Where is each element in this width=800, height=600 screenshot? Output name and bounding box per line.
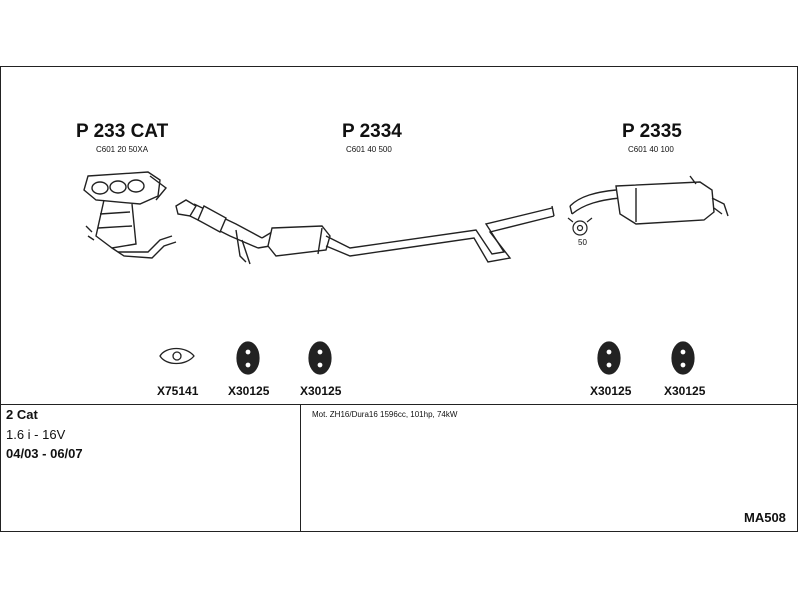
fitting-code: X30125 xyxy=(300,384,342,398)
rubber-hanger-icon xyxy=(236,341,260,375)
catalytic-converter-part xyxy=(83,171,177,259)
rubber-hanger-icon xyxy=(308,341,332,375)
diagram-frame xyxy=(0,66,798,532)
part-sub-p1: C601 20 50XA xyxy=(96,145,149,154)
part-title-p1: P 233 CAT xyxy=(76,121,169,142)
rear-silencer-part xyxy=(569,175,729,225)
divider-vertical xyxy=(300,404,301,532)
middle-pipe-part xyxy=(175,199,555,265)
part-title-p2: P 2334 xyxy=(342,121,402,142)
rubber-hanger-icon xyxy=(671,341,695,375)
production-years: 04/03 - 06/07 xyxy=(6,446,83,461)
engine-spec: 1.6 i - 16V xyxy=(6,427,66,442)
gasket-icon xyxy=(159,347,195,365)
part-sub-p3: C601 40 100 xyxy=(628,145,674,154)
rubber-hanger-icon xyxy=(597,341,621,375)
fitting-code: X30125 xyxy=(590,384,632,398)
part-title-p3: P 2335 xyxy=(622,121,682,142)
divider-horizontal xyxy=(0,404,798,405)
part-sub-p2: C601 40 500 xyxy=(346,145,392,154)
cat-count: 2 Cat xyxy=(6,407,38,422)
reference-code: MA508 xyxy=(744,510,786,525)
fitting-code: X30125 xyxy=(664,384,706,398)
hanger-ring-icon xyxy=(567,217,593,236)
fitting-code: X75141 xyxy=(157,384,199,398)
fitting-code: X30125 xyxy=(228,384,270,398)
hanger-label: 50 xyxy=(578,238,587,247)
engine-notes: Mot. ZH16/Dura16 1596cc, 101hp, 74kW xyxy=(312,410,458,419)
